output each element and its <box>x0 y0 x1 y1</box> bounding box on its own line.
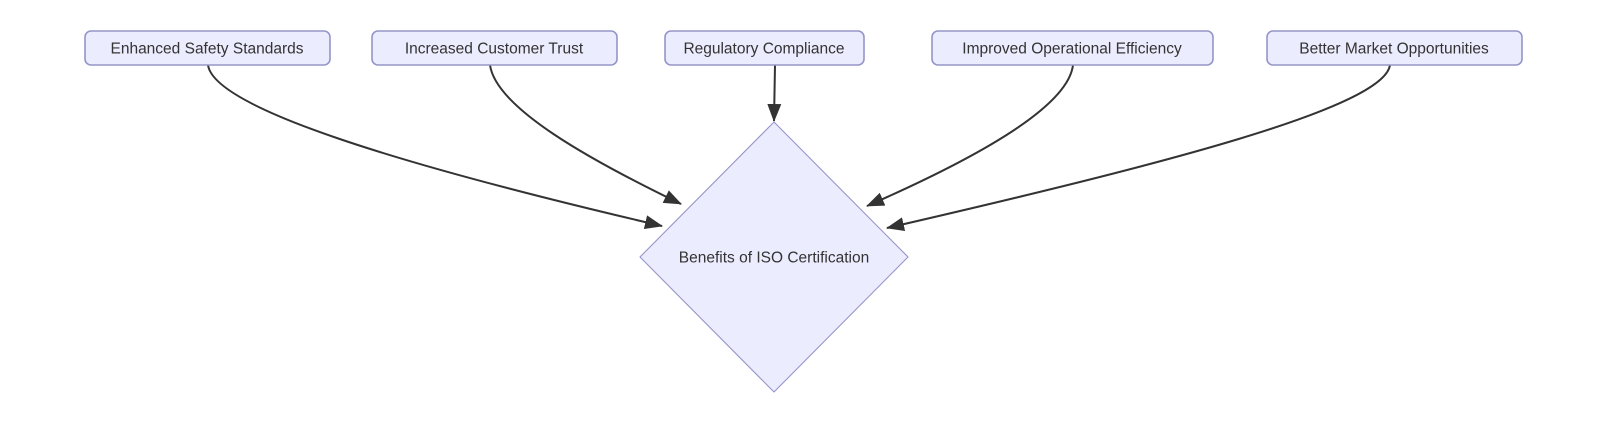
node-label: Enhanced Safety Standards <box>110 40 303 57</box>
node-rect <box>371 30 618 66</box>
node-rect <box>84 30 331 66</box>
node-benefits-of-iso-certification: Benefits of ISO Certification <box>639 121 909 393</box>
edge-enhanced-safety-standards-arrow <box>207 64 663 229</box>
node-rect <box>931 30 1214 66</box>
diamond-shape <box>639 121 909 393</box>
edge-improved-operational-efficiency-arrow <box>866 64 1074 207</box>
edge-regulatory-compliance-arrow <box>767 64 782 122</box>
node-enhanced-safety-standards: Enhanced Safety Standards <box>84 30 331 66</box>
node-label: Improved Operational Efficiency <box>962 40 1182 57</box>
node-label: Benefits of ISO Certification <box>679 249 869 266</box>
node-increased-customer-trust: Increased Customer Trust <box>371 30 618 66</box>
node-regulatory-compliance: Regulatory Compliance <box>664 30 865 66</box>
node-label: Increased Customer Trust <box>405 40 584 57</box>
node-label: Better Market Opportunities <box>1299 40 1489 57</box>
edge-increased-customer-trust-arrow <box>489 64 682 205</box>
node-rect <box>1266 30 1523 66</box>
node-improved-operational-efficiency: Improved Operational Efficiency <box>931 30 1214 66</box>
edges-layer <box>207 64 1391 231</box>
node-label: Regulatory Compliance <box>683 40 844 57</box>
node-better-market-opportunities: Better Market Opportunities <box>1266 30 1523 66</box>
edge-better-market-opportunities-arrow <box>886 64 1391 231</box>
node-rect <box>664 30 865 66</box>
